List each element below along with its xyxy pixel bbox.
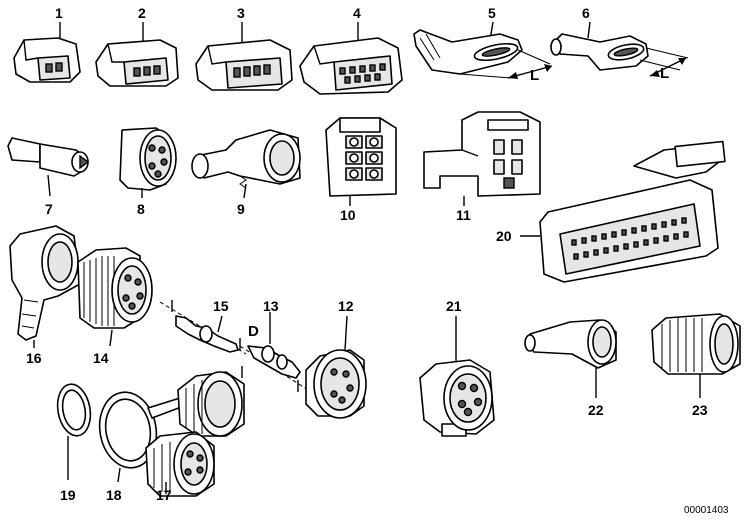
label-12: 12 xyxy=(338,298,354,314)
label-9: 9 xyxy=(237,201,245,217)
part-14-round-connector xyxy=(77,247,153,347)
part-7-pin xyxy=(7,137,90,197)
label-22: 22 xyxy=(588,402,604,418)
label-4: 4 xyxy=(353,5,361,21)
part-8-connector xyxy=(119,127,177,198)
part-20-multipin-connector xyxy=(520,140,726,283)
part-21-bayonet-connector xyxy=(419,316,495,437)
dim-d: D xyxy=(248,323,259,340)
label-23: 23 xyxy=(692,402,708,418)
label-7: 7 xyxy=(45,201,53,217)
label-6: 6 xyxy=(582,5,590,21)
part-19-ring xyxy=(56,383,92,480)
label-11: 11 xyxy=(456,207,471,223)
label-8: 8 xyxy=(137,201,145,217)
label-13: 13 xyxy=(263,298,279,314)
part-9-elbow-boot xyxy=(191,129,301,199)
diagram-reference-number: 00001403 xyxy=(684,505,729,516)
dim-l-6: L xyxy=(660,65,669,82)
part-6-boot xyxy=(550,21,689,77)
label-21: 21 xyxy=(446,298,462,314)
label-3: 3 xyxy=(237,5,245,21)
part-16-angled-boot xyxy=(9,225,81,348)
label-15: 15 xyxy=(213,298,229,314)
label-14: 14 xyxy=(93,350,109,366)
part-4-connector xyxy=(299,22,403,95)
part-23-threaded-connector xyxy=(651,313,741,398)
part-13-contact-socket xyxy=(239,312,309,392)
part-18-gasket xyxy=(98,391,185,483)
part-3-connector xyxy=(195,22,293,91)
label-5: 5 xyxy=(488,5,496,21)
label-18: 18 xyxy=(106,487,122,503)
part-1-connector xyxy=(13,22,81,83)
part-22-elbow-boot xyxy=(524,319,617,398)
pin-grid xyxy=(571,217,689,260)
label-20: 20 xyxy=(496,228,512,244)
label-19: 19 xyxy=(60,487,76,503)
part-17-connector-cap xyxy=(145,371,245,497)
label-1: 1 xyxy=(55,5,63,21)
label-16: 16 xyxy=(26,350,42,366)
part-12-panel-connector xyxy=(305,315,367,419)
part-5-boot xyxy=(413,21,553,79)
part-2-connector xyxy=(95,22,179,87)
part-15-contact-pin xyxy=(159,300,247,355)
dim-l-5: L xyxy=(530,67,539,84)
part-11-relay-socket xyxy=(423,111,541,206)
part-10-block-connector xyxy=(325,117,397,206)
label-2: 2 xyxy=(138,5,146,21)
label-10: 10 xyxy=(340,207,356,223)
label-17: 17 xyxy=(156,487,172,503)
